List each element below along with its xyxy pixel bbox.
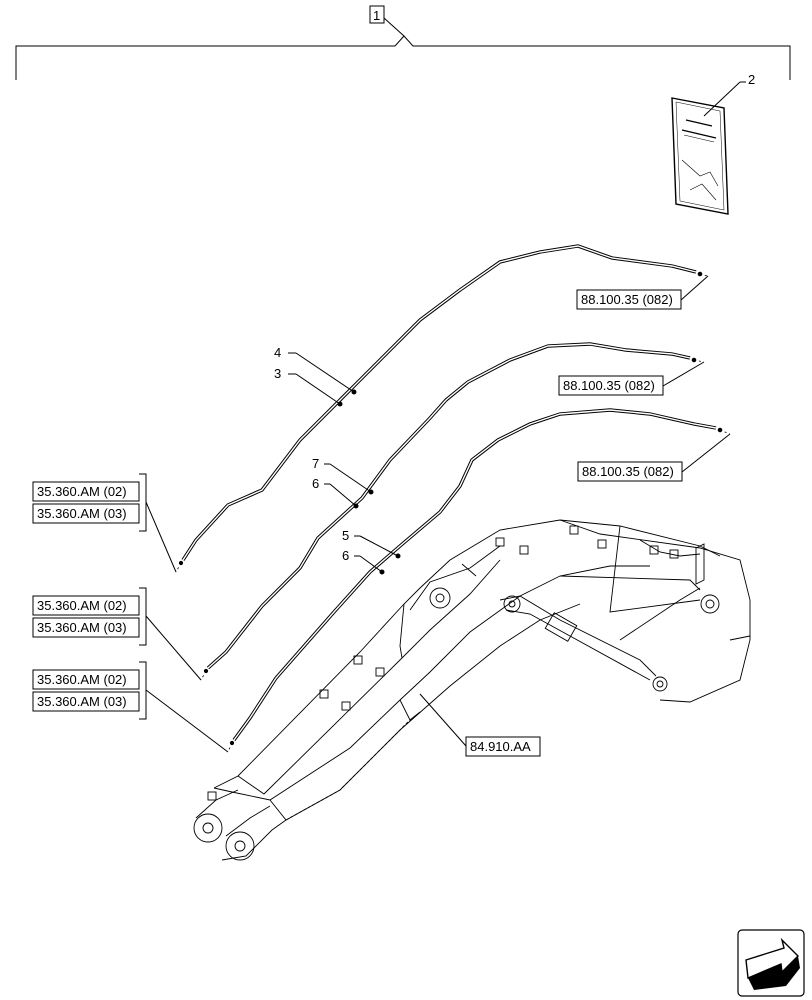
ref-84-text: 84.910.AA bbox=[470, 739, 531, 754]
ref-88-a[interactable]: 88.100.35 (082) bbox=[576, 275, 709, 310]
pipe-end-dashes bbox=[175, 273, 731, 753]
ref-35-c1-text: 35.360.AM (02) bbox=[37, 672, 127, 687]
ref-88-a-text: 88.100.35 (082) bbox=[581, 292, 673, 307]
manual-booklet-icon[interactable] bbox=[671, 97, 729, 215]
ref-35-c2-text: 35.360.AM (03) bbox=[37, 694, 127, 709]
callout-7-label[interactable]: 7 bbox=[312, 456, 319, 471]
callout-2-label[interactable]: 2 bbox=[748, 72, 755, 87]
ref-35-b2-text: 35.360.AM (03) bbox=[37, 620, 127, 635]
ref-88-c-text: 88.100.35 (082) bbox=[582, 464, 674, 479]
ref-88-b[interactable]: 88.100.35 (082) bbox=[558, 361, 705, 396]
ref-35-group-c[interactable]: 35.360.AM (02) 35.360.AM (03) bbox=[32, 661, 229, 753]
pipe-line-upper bbox=[181, 244, 697, 561]
ref-84[interactable]: 84.910.AA bbox=[419, 693, 541, 757]
ref-35-group-a[interactable]: 35.360.AM (02) 35.360.AM (03) bbox=[32, 473, 177, 573]
callout-1-label: 1 bbox=[373, 8, 380, 23]
pipe-fittings bbox=[178, 271, 723, 746]
callout-3-label[interactable]: 3 bbox=[274, 366, 281, 381]
ref-88-c[interactable]: 88.100.35 (082) bbox=[577, 433, 731, 482]
ref-35-a2-text: 35.360.AM (03) bbox=[37, 506, 127, 521]
next-page-arrow-icon[interactable] bbox=[737, 929, 805, 997]
assembly-bracket bbox=[15, 35, 791, 80]
pipe-line-lower bbox=[232, 408, 717, 741]
pipe-line-middle bbox=[206, 342, 691, 670]
callout-5-label[interactable]: 5 bbox=[342, 528, 349, 543]
ref-35-b1-text: 35.360.AM (02) bbox=[37, 598, 127, 613]
callout-6a-label[interactable]: 6 bbox=[312, 476, 319, 491]
ref-88-b-text: 88.100.35 (082) bbox=[563, 378, 655, 393]
callout-4-label[interactable]: 4 bbox=[274, 345, 281, 360]
callout-1-box[interactable]: 1 bbox=[369, 5, 405, 37]
excavator-boom-drawing bbox=[193, 519, 751, 861]
callout-6b-label[interactable]: 6 bbox=[342, 548, 349, 563]
ref-35-group-b[interactable]: 35.360.AM (02) 35.360.AM (03) bbox=[32, 587, 202, 681]
ref-35-a1-text: 35.360.AM (02) bbox=[37, 484, 127, 499]
